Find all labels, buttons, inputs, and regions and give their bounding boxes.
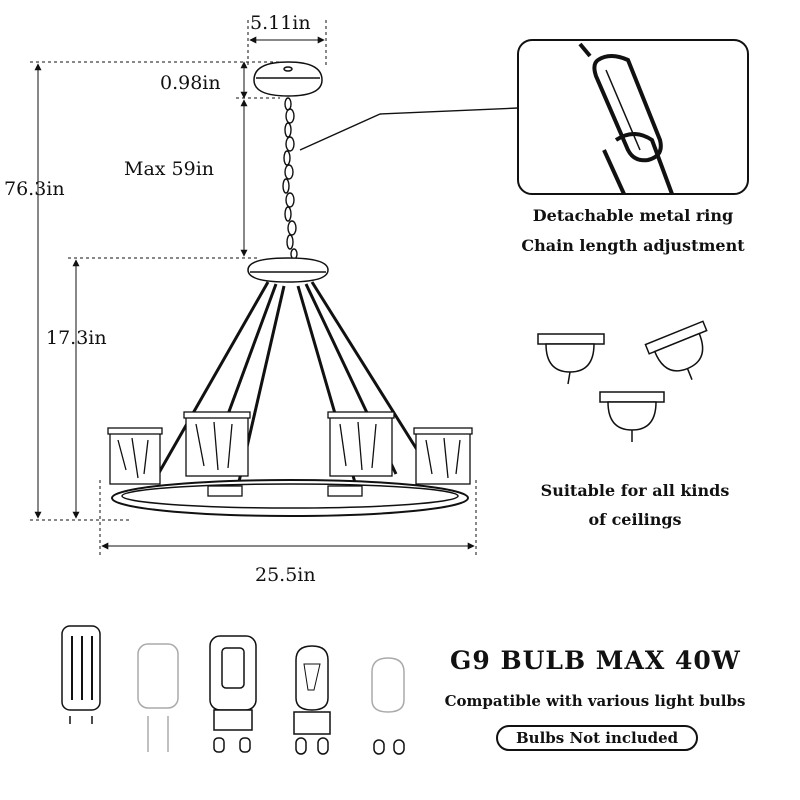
- ceiling-mount-icons: [537, 320, 708, 442]
- total-height-label: 76.3in: [4, 178, 65, 200]
- chain-callout-line2: Chain length adjustment: [521, 236, 745, 255]
- chandelier-body: [107, 257, 473, 517]
- body-height-label: 17.3in: [46, 327, 107, 349]
- canopy-height-label: 0.98in: [160, 72, 221, 94]
- diameter-label: 25.5in: [255, 564, 316, 586]
- ceiling-canopy: [253, 61, 323, 97]
- bulb-subtitle: Compatible with various light bulbs: [444, 692, 746, 710]
- ceiling-callout-line1: Suitable for all kinds: [540, 481, 730, 500]
- chain: [282, 97, 519, 260]
- chain-callout-line1: Detachable metal ring: [532, 206, 734, 225]
- bulb-illustrations: [61, 625, 405, 755]
- canopy-width-label: 5.11in: [250, 12, 311, 34]
- bulbs-not-included-badge: Bulbs Not included: [496, 725, 699, 751]
- chain-length-label: Max 59in: [124, 158, 215, 180]
- ceiling-callout-line2: of ceilings: [588, 510, 682, 529]
- bulb-title: G9 BULB MAX 40W: [450, 646, 741, 675]
- dimension-lines: [30, 20, 477, 556]
- chain-zoom-box: [517, 39, 749, 195]
